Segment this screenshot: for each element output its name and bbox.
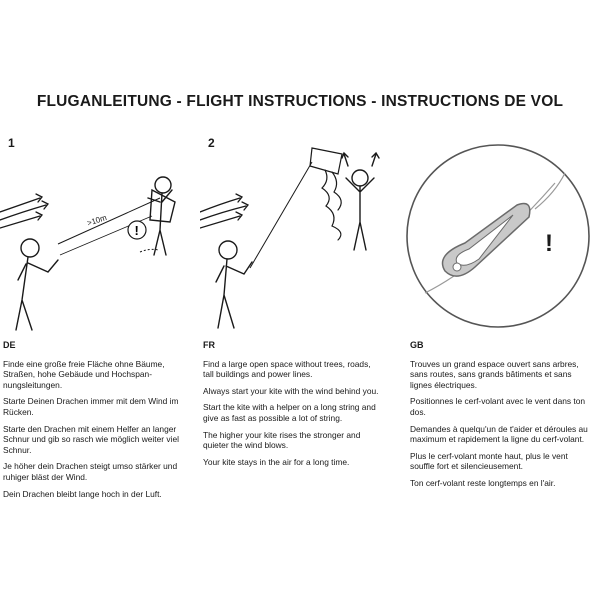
- paragraph: Finde eine große freie Fläche ohne Bäume…: [3, 358, 165, 390]
- person-flying-kite-icon: [215, 240, 253, 329]
- paragraph: The higher your kite rises the stronger …: [203, 429, 361, 451]
- paragraph: Demandes à quelqu'un de t'aider et dérou…: [410, 423, 588, 445]
- illustration-carabiner: !: [406, 144, 590, 328]
- section-lang-label: GB: [410, 340, 424, 350]
- section-lang-label: FR: [203, 340, 215, 350]
- section-gb: GB Trouves un grand espace ouvert sans a…: [410, 340, 590, 495]
- paragraph: Positionnes le cerf-volant avec le vent …: [410, 396, 586, 417]
- carabiner-clip-icon: [441, 202, 531, 277]
- illustration-step-2: [200, 147, 380, 329]
- wind-arrows-icon: [200, 193, 250, 229]
- wind-arrows-icon: [0, 193, 50, 229]
- section-de: DE Finde eine große freie Fläche ohne Bä…: [3, 340, 183, 505]
- illustration-step-1: >10m !: [0, 176, 176, 331]
- warning-exclamation: !: [545, 230, 553, 257]
- helper-cheering-icon: [341, 151, 380, 251]
- step-number-1: 1: [8, 136, 15, 150]
- distance-label: >10m: [86, 213, 108, 228]
- paragraph: Ton cerf-volant reste longtemps en l'air…: [410, 477, 556, 488]
- paragraph: Trouves un grand espace ouvert sans arbr…: [410, 358, 579, 390]
- paragraph: Plus le cerf-volant monte haut, plus le …: [410, 450, 568, 472]
- paragraph: Starte den Drachen mit einem Helfer an l…: [3, 423, 179, 455]
- paragraph: Always start your kite with the wind beh…: [203, 385, 379, 396]
- section-lang-label: DE: [3, 340, 16, 350]
- paragraph: Starte Deinen Drachen immer mit dem Wind…: [3, 396, 179, 417]
- step-number-2: 2: [208, 136, 215, 150]
- kite-string: [57, 197, 161, 245]
- paragraph: Je höher dein Drachen steigt umso stärke…: [3, 461, 178, 482]
- paragraph: Your kite stays in the air for a long ti…: [203, 456, 350, 467]
- warning-sign-icon: !: [127, 220, 147, 240]
- page-title: FLUGANLEITUNG - FLIGHT INSTRUCTIONS - IN…: [36, 93, 564, 110]
- section-fr: FR Find a large open space without trees…: [203, 340, 383, 473]
- kite-icon: [309, 147, 343, 241]
- person-flying-kite-icon: [15, 238, 59, 331]
- paragraph: Find a large open space without trees, r…: [203, 358, 371, 380]
- svg-text:!: !: [135, 223, 139, 238]
- kite-string: [249, 161, 313, 269]
- paragraph: Start the kite with a helper on a long s…: [203, 402, 376, 423]
- paragraph: Dein Drachen bleibt lange hoch in der Lu…: [3, 488, 162, 499]
- helper-holding-kite-icon: [147, 176, 176, 256]
